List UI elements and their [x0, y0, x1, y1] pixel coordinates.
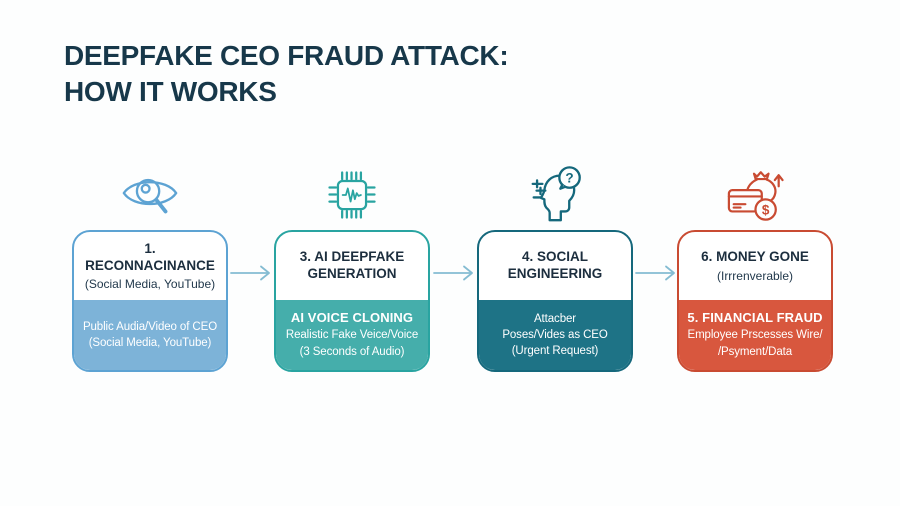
step-subheading: (Social Media, YouTube): [84, 277, 216, 292]
step-body-line: Realistic Fake Veice/Voice: [285, 329, 419, 342]
step-body-line: (Social Media, YouTube): [88, 337, 212, 349]
head-question-icon: ?: [477, 160, 633, 230]
step-card-top: 1. RECONNACINANCE (Social Media, YouTube…: [74, 232, 226, 300]
step-body-title: 5. FINANCIAL FRAUD: [687, 310, 823, 326]
step-body-line: Public Audia/Video of CEO: [82, 320, 218, 333]
chip-waveform-icon: [274, 160, 430, 230]
step-card: 4. SOCIAL ENGINEERING Attacber Poses/Vid…: [477, 230, 633, 372]
step-subheading: (Irrrenverable): [716, 268, 794, 283]
step-card-bottom: Public Audia/Video of CEO (Social Media,…: [74, 300, 226, 370]
step-body-line: Attacber: [533, 312, 577, 325]
step-card: 6. MONEY GONE (Irrrenverable) 5. FINANCI…: [677, 230, 833, 372]
step-body-line: /Psyment/Data: [717, 345, 793, 358]
flow-arrow-icon: [635, 265, 675, 281]
step-card-top: 3. AI DEEPFAKE GENERATION: [276, 232, 428, 300]
step-body-title: AI VOICE CLONING: [290, 310, 414, 326]
step-card-bottom: Attacber Poses/Vides as CEO (Urgent Requ…: [479, 300, 631, 370]
step-heading: 3. AI DEEPFAKE GENERATION: [299, 249, 405, 281]
question-mark-glyph: ?: [565, 170, 573, 185]
flow-arrow-icon: [433, 265, 473, 281]
step-body-line: (Urgent Request): [511, 345, 599, 358]
page-title-line2: HOW IT WORKS: [64, 75, 277, 107]
step-body-line: Employee Prscesses Wire/: [687, 329, 823, 342]
page-title-line1: DEEPFAKE CEO FRAUD ATTACK:: [64, 40, 509, 71]
step-card-bottom: 5. FINANCIAL FRAUD Employee Prscesses Wi…: [679, 300, 831, 370]
step-social-engineering: ? 4. SOCIAL ENGINEERING Attacber Poses/V…: [477, 160, 633, 372]
step-card-top: 4. SOCIAL ENGINEERING: [479, 232, 631, 300]
step-money-gone: $ 6. MONEY GONE (Irrrenverable) 5. FINAN…: [677, 160, 833, 372]
page-title: DEEPFAKE CEO FRAUD ATTACK: HOW IT WORKS: [64, 38, 509, 110]
step-reconnaissance: 1. RECONNACINANCE (Social Media, YouTube…: [72, 160, 228, 372]
flow-arrow-icon: [230, 265, 270, 281]
step-heading: 6. MONEY GONE: [701, 249, 809, 265]
step-heading: 4. SOCIAL ENGINEERING: [507, 249, 603, 281]
step-body-line: (3 Seconds of Audio): [299, 345, 405, 358]
dollar-glyph: $: [762, 202, 770, 217]
step-card-bottom: AI VOICE CLONING Realistic Fake Veice/Vo…: [276, 300, 428, 370]
step-ai-deepfake-generation: 3. AI DEEPFAKE GENERATION AI VOICE CLONI…: [274, 160, 430, 372]
eye-magnifier-icon: [72, 160, 228, 230]
step-card-top: 6. MONEY GONE (Irrrenverable): [679, 232, 831, 300]
step-heading: 1. RECONNACINANCE: [85, 240, 215, 273]
money-bag-card-icon: $: [677, 160, 833, 230]
step-body-line: Poses/Vides as CEO: [502, 328, 608, 341]
step-card: 3. AI DEEPFAKE GENERATION AI VOICE CLONI…: [274, 230, 430, 372]
step-card: 1. RECONNACINANCE (Social Media, YouTube…: [72, 230, 228, 372]
